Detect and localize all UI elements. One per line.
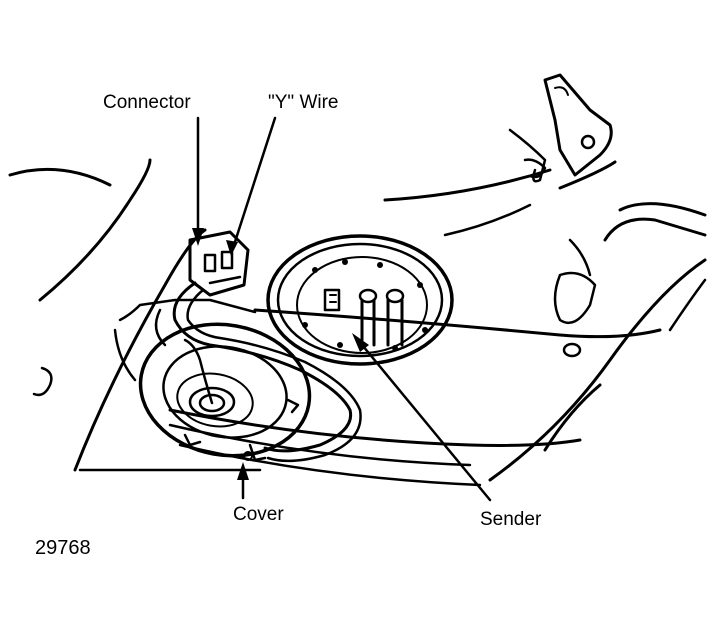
upper-right-bracket: [508, 73, 613, 183]
cover-label: Cover: [233, 504, 284, 525]
sender-unit: [302, 259, 428, 351]
sender-cover: [138, 322, 312, 462]
sender-access-hole: [266, 234, 454, 366]
connector-label: Connector: [103, 92, 191, 113]
y-wire-label: "Y" Wire: [268, 92, 339, 113]
left-body-panel: [8, 158, 262, 472]
connector-body: [188, 230, 250, 297]
right-strap-hardware: [553, 202, 707, 358]
callout-arrows: [192, 116, 492, 502]
sender-label: Sender: [480, 509, 542, 530]
figure-number: 29768: [35, 537, 91, 559]
